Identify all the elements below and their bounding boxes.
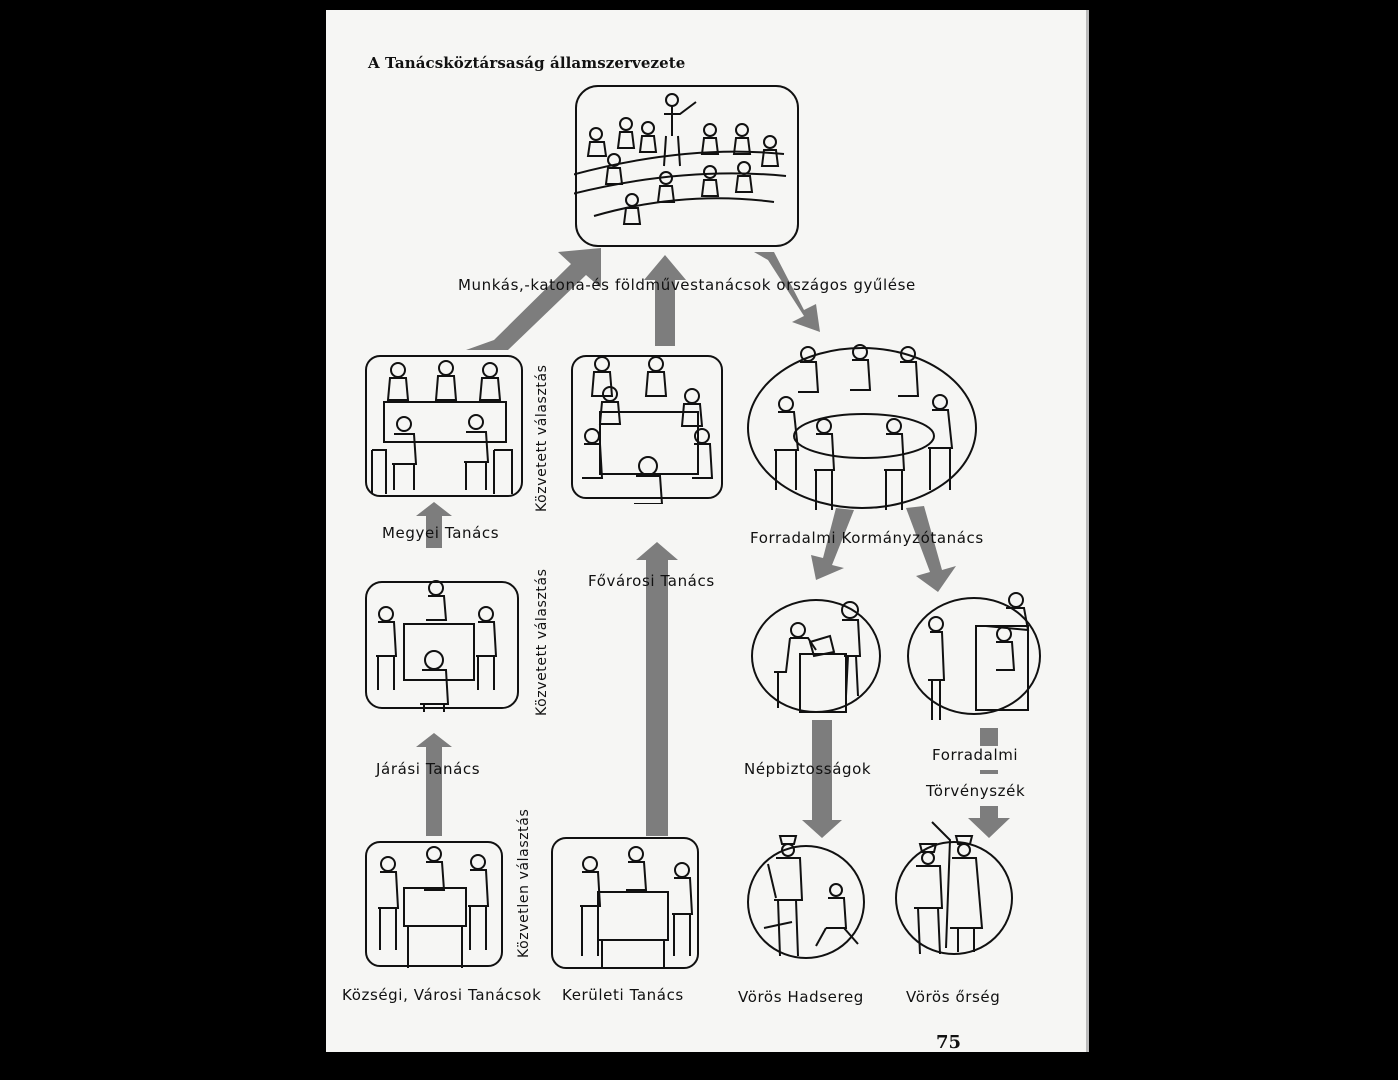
district-council-label: Járási Tanács [376,760,481,778]
revolutionary-courts-label-line2: Törvényszék [926,782,1026,800]
guard-icon [914,821,984,955]
commissariats-illustration [751,599,881,713]
arrow-assembly-to-government [754,252,820,332]
people-around-table-icon [376,580,498,712]
courts-illustration [907,592,1041,720]
arrow-county-to-assembly [466,248,601,350]
village-council-illustration [365,841,503,968]
red-guard-label: Vörös őrség [906,988,1001,1006]
borough-council-illustration [551,837,699,969]
arrow-village-to-district [416,733,452,836]
peoples-commissariats-label: Népbiztosságok [744,760,872,778]
village-town-councils-label: Községi, Városi Tanácsok [342,986,542,1004]
county-council-label: Megyei Tanács [382,524,500,542]
arrow-government-to-commissariats [811,508,854,580]
book-page: A Tanácsköztársaság államszervezete [326,10,1089,1053]
arrow-courts-to-guard [968,728,1010,838]
indirect-election-label-upper: Közvetett választás [534,364,550,512]
people-around-table-icon [378,846,490,968]
people-around-table-icon [586,93,780,225]
arrow-commissariats-to-army [802,720,842,838]
people-around-table-icon [371,360,513,494]
borough-council-label: Kerületi Tanács [562,986,684,1004]
soldier-icon [763,835,859,957]
people-around-table-icon [580,846,694,968]
district-council-illustration [365,580,519,712]
judge-icon [928,592,1030,720]
page-number: 75 [936,1032,962,1053]
red-guard-illustration [895,821,1013,955]
direct-election-label: Közvetlen választás [516,808,532,958]
arrow-borough-to-capital [636,542,678,836]
revolutionary-courts-label-line1: Forradalmi [932,746,1019,764]
governing-council-illustration [747,344,977,510]
county-council-illustration [365,355,523,497]
diagram-arrows [416,248,1010,838]
capital-council-label: Fővárosi Tanács [588,572,715,590]
people-around-table-icon [774,601,862,713]
capital-council-illustration [571,355,723,504]
assembly-illustration [574,85,799,247]
people-around-table-icon [582,356,714,504]
red-army-illustration [747,835,865,959]
governing-council-label: Forradalmi Kormányzótanács [750,529,984,547]
page-title: A Tanácsköztársaság államszervezete [368,54,686,72]
red-army-label: Vörös Hadsereg [738,988,864,1006]
indirect-election-label-lower: Közvetett választás [534,568,550,716]
arrow-district-to-county [416,502,452,548]
arrow-government-to-courts [906,506,956,592]
people-around-table-icon [774,344,954,510]
national-assembly-label: Munkás,-katona-és földművestanácsok orsz… [458,276,916,294]
arrow-capital-to-assembly [644,255,686,346]
